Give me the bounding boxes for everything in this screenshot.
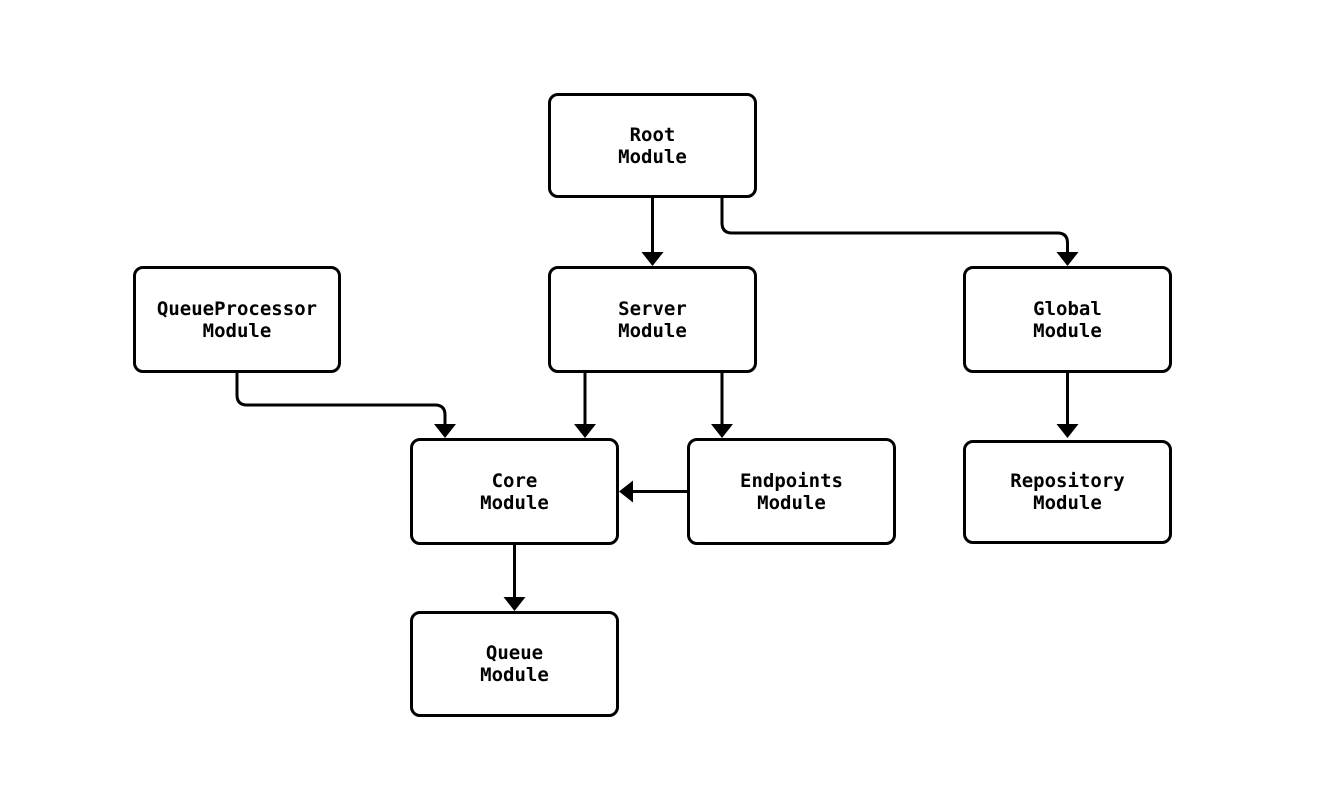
arrowhead-down-icon (503, 597, 526, 611)
edge-root-to-global (720, 198, 1079, 266)
arrowhead-down-icon (711, 424, 733, 438)
edge-core-to-queue (503, 545, 526, 611)
arrowhead-left-icon (619, 480, 633, 503)
node-repository-module: Repository Module (963, 440, 1172, 544)
edge-server-to-endpoints (711, 373, 733, 438)
node-root-module: Root Module (548, 93, 757, 198)
node-label: Global Module (1033, 297, 1102, 342)
node-label: Root Module (618, 123, 687, 168)
edge-server-to-core (574, 373, 596, 438)
node-global-module: Global Module (963, 266, 1172, 373)
node-label: Core Module (480, 469, 549, 514)
node-label: Server Module (618, 297, 687, 342)
node-label: Queue Module (480, 642, 549, 686)
arrowhead-down-icon (1056, 424, 1079, 438)
node-queue-module: Queue Module (410, 611, 619, 717)
edge-queueprocessor-to-core (235, 373, 456, 438)
node-server-module: Server Module (548, 266, 757, 373)
edge-endpoints-to-core (619, 480, 687, 503)
node-endpoints-module: Endpoints Module (687, 438, 896, 545)
edge-root-to-server (641, 198, 664, 266)
node-label: Repository Module (1010, 470, 1125, 514)
arrowhead-down-icon (641, 252, 664, 266)
node-queueprocessor-module: QueueProcessor Module (133, 266, 341, 373)
arrowhead-down-icon (1056, 252, 1079, 266)
node-label: QueueProcessor Module (156, 297, 318, 342)
edge-global-to-repository (1056, 373, 1079, 438)
arrowhead-down-icon (574, 424, 596, 438)
arrowhead-down-icon (434, 424, 456, 438)
node-label: Endpoints Module (740, 469, 843, 514)
node-core-module: Core Module (410, 438, 619, 545)
